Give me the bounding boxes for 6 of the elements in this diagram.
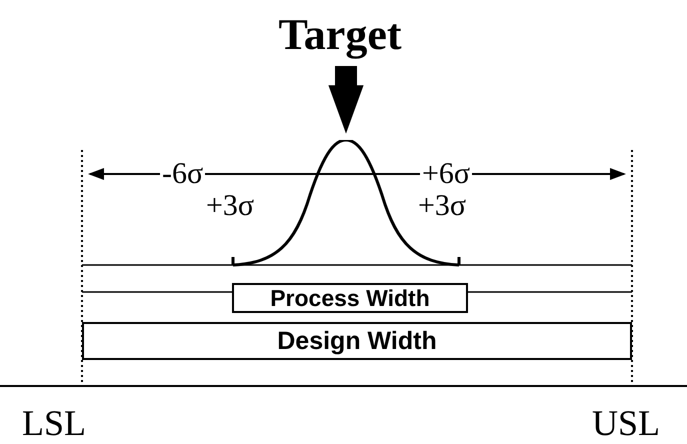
arrow	[328, 66, 364, 134]
heading-text: Target	[278, 8, 402, 60]
process-width-box: Process Width	[232, 283, 468, 313]
sigma-label: +3σ	[205, 190, 256, 222]
sigma-label: +3σ	[417, 190, 468, 222]
design-width-box: Design Width	[82, 322, 632, 360]
